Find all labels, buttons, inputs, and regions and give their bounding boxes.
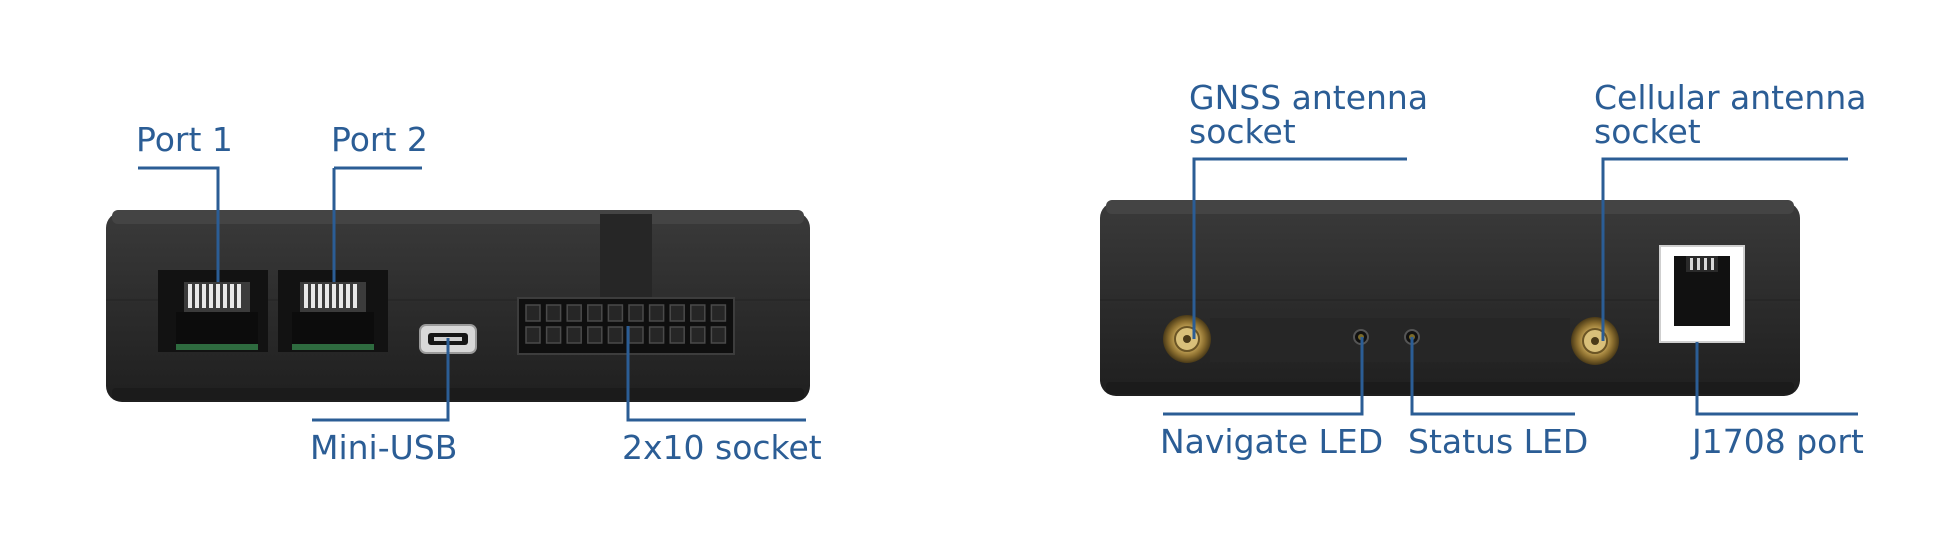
rear-device-top-edge	[1106, 200, 1794, 214]
socket-pin	[545, 304, 562, 322]
socket-pin	[628, 304, 644, 322]
cellular-label-line-2: socket	[1594, 112, 1701, 151]
port-1-callout-line	[138, 166, 220, 282]
status-led-callout-line	[1410, 337, 1575, 416]
socket-pin	[710, 326, 727, 344]
socket-housing	[600, 214, 652, 306]
j1708-callout-line	[1695, 342, 1858, 416]
front-device-top-edge	[112, 210, 804, 224]
j1708-port-label: J1708 port	[1692, 422, 1864, 461]
cellular-antenna-connector	[1571, 317, 1619, 365]
front-device-view	[106, 210, 810, 402]
socket-pin	[545, 326, 562, 344]
navigate-led-callout-line	[1163, 337, 1364, 416]
socket-pin	[607, 326, 624, 344]
status-led-label: Status LED	[1408, 422, 1589, 461]
gnss-label-line-1: GNSS antenna	[1189, 78, 1429, 117]
socket-pin	[628, 326, 644, 344]
socket-pin	[566, 304, 582, 322]
port-1-label: Port 1	[136, 120, 233, 159]
socket-pin	[607, 304, 624, 322]
socket-2x10-callout-line	[626, 326, 806, 422]
socket-pin	[566, 326, 582, 344]
gnss-antenna-connector	[1163, 315, 1211, 363]
socket-pin	[648, 304, 665, 322]
socket-pin	[587, 304, 603, 322]
rear-device-view	[1100, 200, 1800, 396]
mini-usb-label: Mini-USB	[310, 428, 458, 467]
rear-device-bottom-edge	[1106, 382, 1794, 394]
mini-usb-callout-line	[312, 338, 450, 422]
navigate-led-label: Navigate LED	[1160, 422, 1384, 461]
socket-pin	[690, 326, 706, 344]
socket-pin	[648, 326, 665, 344]
socket-2x10-label: 2x10 socket	[622, 428, 822, 467]
port-1-jack	[158, 270, 268, 352]
gnss-label-line-2: socket	[1189, 112, 1296, 151]
socket-pin	[587, 326, 603, 344]
socket-2x10-connector	[517, 297, 735, 355]
port-2-jack	[278, 270, 388, 352]
front-device-bottom-edge	[112, 388, 804, 400]
cellular-label-line-1: Cellular antenna	[1594, 78, 1867, 117]
socket-pin	[525, 304, 541, 322]
cellular-callout-line	[1601, 157, 1848, 341]
socket-pin	[669, 304, 685, 322]
socket-pin	[525, 326, 541, 344]
socket-pin	[690, 304, 706, 322]
socket-pin	[710, 304, 727, 322]
port-2-label: Port 2	[331, 120, 428, 159]
socket-pin	[669, 326, 685, 344]
gnss-callout-line	[1192, 157, 1407, 339]
rear-recess-panel	[1210, 318, 1570, 362]
j1708-port-jack	[1659, 245, 1745, 343]
